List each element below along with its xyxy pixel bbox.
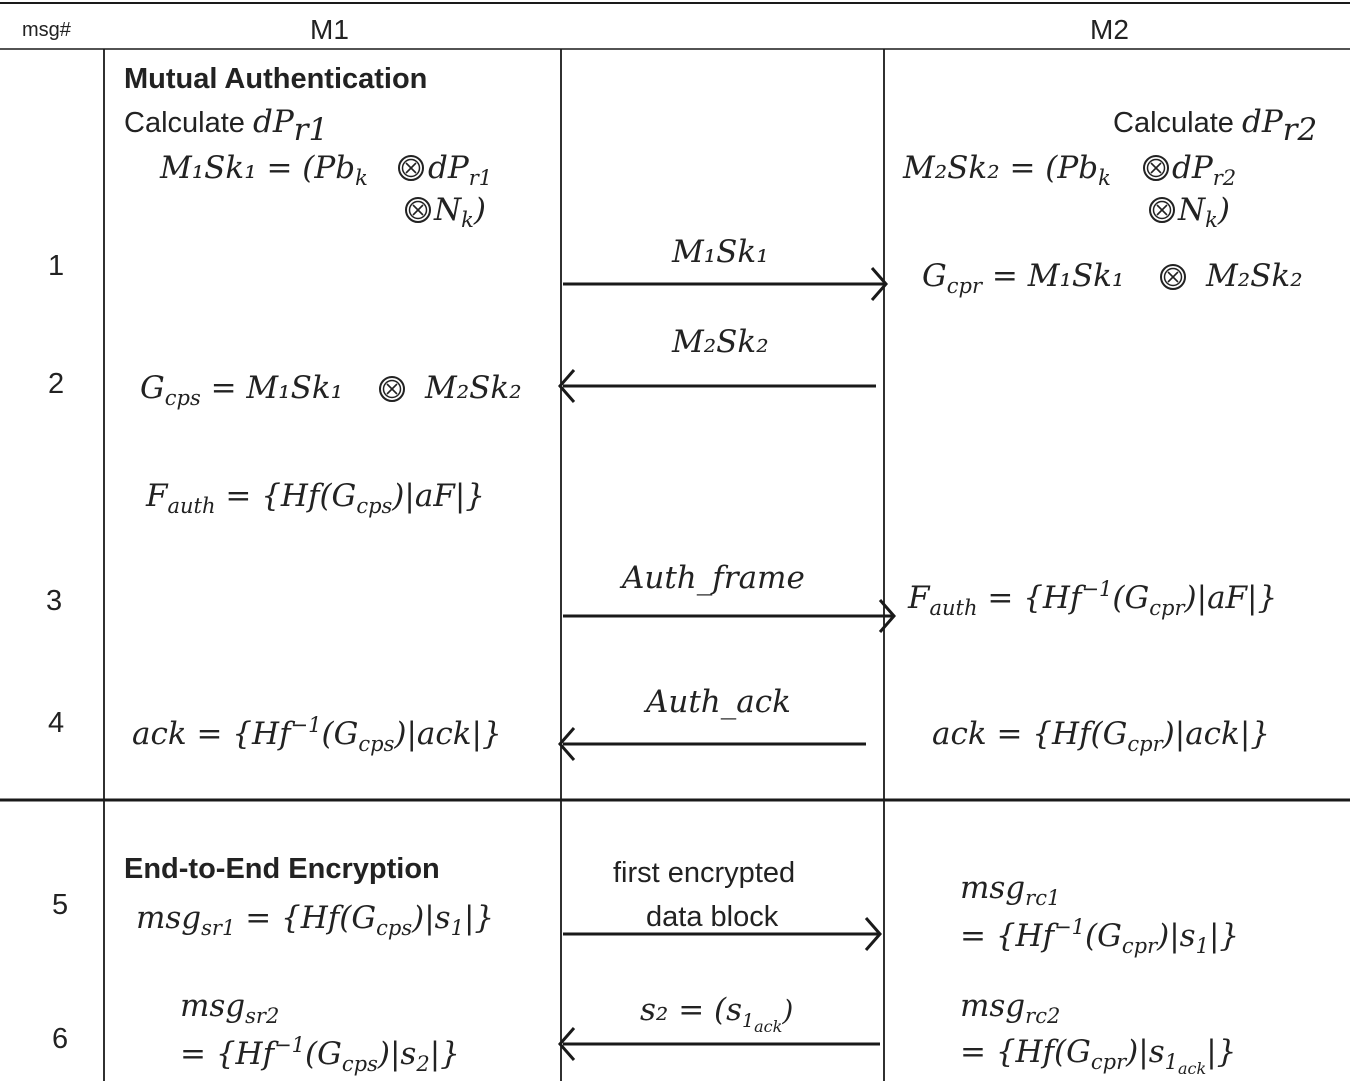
arrowhead-left-icon — [558, 369, 576, 403]
m1-session-key-nk: Nk) — [433, 192, 486, 232]
m1-f-auth-formula: Fauth = {Hf(Gcps)|aF|} — [145, 478, 485, 518]
arrowhead-right-icon — [864, 917, 882, 951]
message-label-m2sk2: M₂Sk₂ — [671, 324, 769, 360]
section-title-mutual-auth: Mutual Authentication — [124, 63, 427, 95]
m2-header: M2 — [1090, 14, 1129, 45]
m1-session-key-dp: dPr1 — [428, 150, 492, 190]
m2-msg-rc2-label: msgrc2 — [960, 988, 1060, 1028]
otimes-icon — [379, 376, 405, 402]
msg-number-1: 1 — [48, 250, 64, 282]
m1-header: M1 — [310, 14, 349, 45]
m1-g-cps-rhs2: M₂Sk₂ — [424, 370, 522, 406]
m2-g-cpr-rhs2: M₂Sk₂ — [1205, 258, 1303, 294]
m2-session-key-nk: Nk) — [1177, 192, 1230, 232]
otimes-icon — [398, 155, 424, 181]
otimes-icon — [1143, 155, 1169, 181]
arrowhead-left-icon — [558, 727, 576, 761]
m2-msg-rc1-formula: = {Hf−1(Gcpr)|s1|} — [960, 915, 1239, 958]
m2-session-key-formula-line1: M₂Sk₂ = (Pbk — [902, 150, 1111, 190]
m1-msg-sr2-formula: = {Hf−1(Gcps)|s2|} — [180, 1033, 460, 1076]
m1-g-cps-formula: Gcps = M₁Sk₁ — [140, 370, 343, 410]
m1-calculate-label: Calculate dPr1 — [124, 104, 328, 148]
m1-msg-sr2-label: msgsr2 — [180, 988, 279, 1028]
msg-number-3: 3 — [46, 585, 62, 617]
message-label-first-block-line1: first encrypted — [613, 857, 795, 889]
msg-number-4: 4 — [48, 707, 64, 739]
m2-f-auth-formula: Fauth = {Hf−1(Gcpr)|aF|} — [907, 577, 1277, 620]
otimes-icon — [1149, 197, 1175, 223]
m2-msg-rc2-formula: = {Hf(Gcpr)|s1ack|} — [960, 1034, 1236, 1078]
arrowhead-left-icon — [558, 1027, 576, 1061]
message-label-auth-ack: Auth_ack — [643, 684, 791, 720]
message-label-first-block-line2: data block — [646, 901, 779, 933]
arrowhead-right-icon — [870, 267, 888, 301]
m2-msg-rc1-label: msgrc1 — [960, 870, 1060, 910]
m2-ack-formula: ack = {Hf(Gcpr)|ack|} — [932, 716, 1270, 756]
m2-session-key-dp: dPr2 — [1172, 150, 1236, 190]
message-label-auth-frame: Auth_frame — [619, 560, 805, 596]
message-label-s2: s₂ = (s1ack) — [640, 992, 793, 1036]
m2-calculate-label: Calculate dPr2 — [1113, 104, 1317, 148]
section-title-e2e: End-to-End Encryption — [124, 853, 440, 885]
msg-number-5: 5 — [52, 889, 68, 921]
m1-session-key-formula-line1: M₁Sk₁ = (Pbk — [159, 150, 368, 190]
m1-msg-sr1-formula: msgsr1 = {Hf(Gcps)|s1|} — [136, 900, 494, 940]
m1-ack-formula: ack = {Hf−1(Gcps)|ack|} — [132, 713, 502, 756]
msg-number-6: 6 — [52, 1023, 68, 1055]
arrowhead-right-icon — [878, 599, 896, 633]
otimes-icon — [1160, 264, 1186, 290]
msg-column-header: msg# — [22, 19, 72, 41]
msg-number-2: 2 — [48, 368, 64, 400]
message-label-m1sk1: M₁Sk₁ — [671, 234, 769, 270]
otimes-icon — [405, 197, 431, 223]
m2-g-cpr-formula: Gcpr = M₁Sk₁ — [922, 258, 1124, 298]
